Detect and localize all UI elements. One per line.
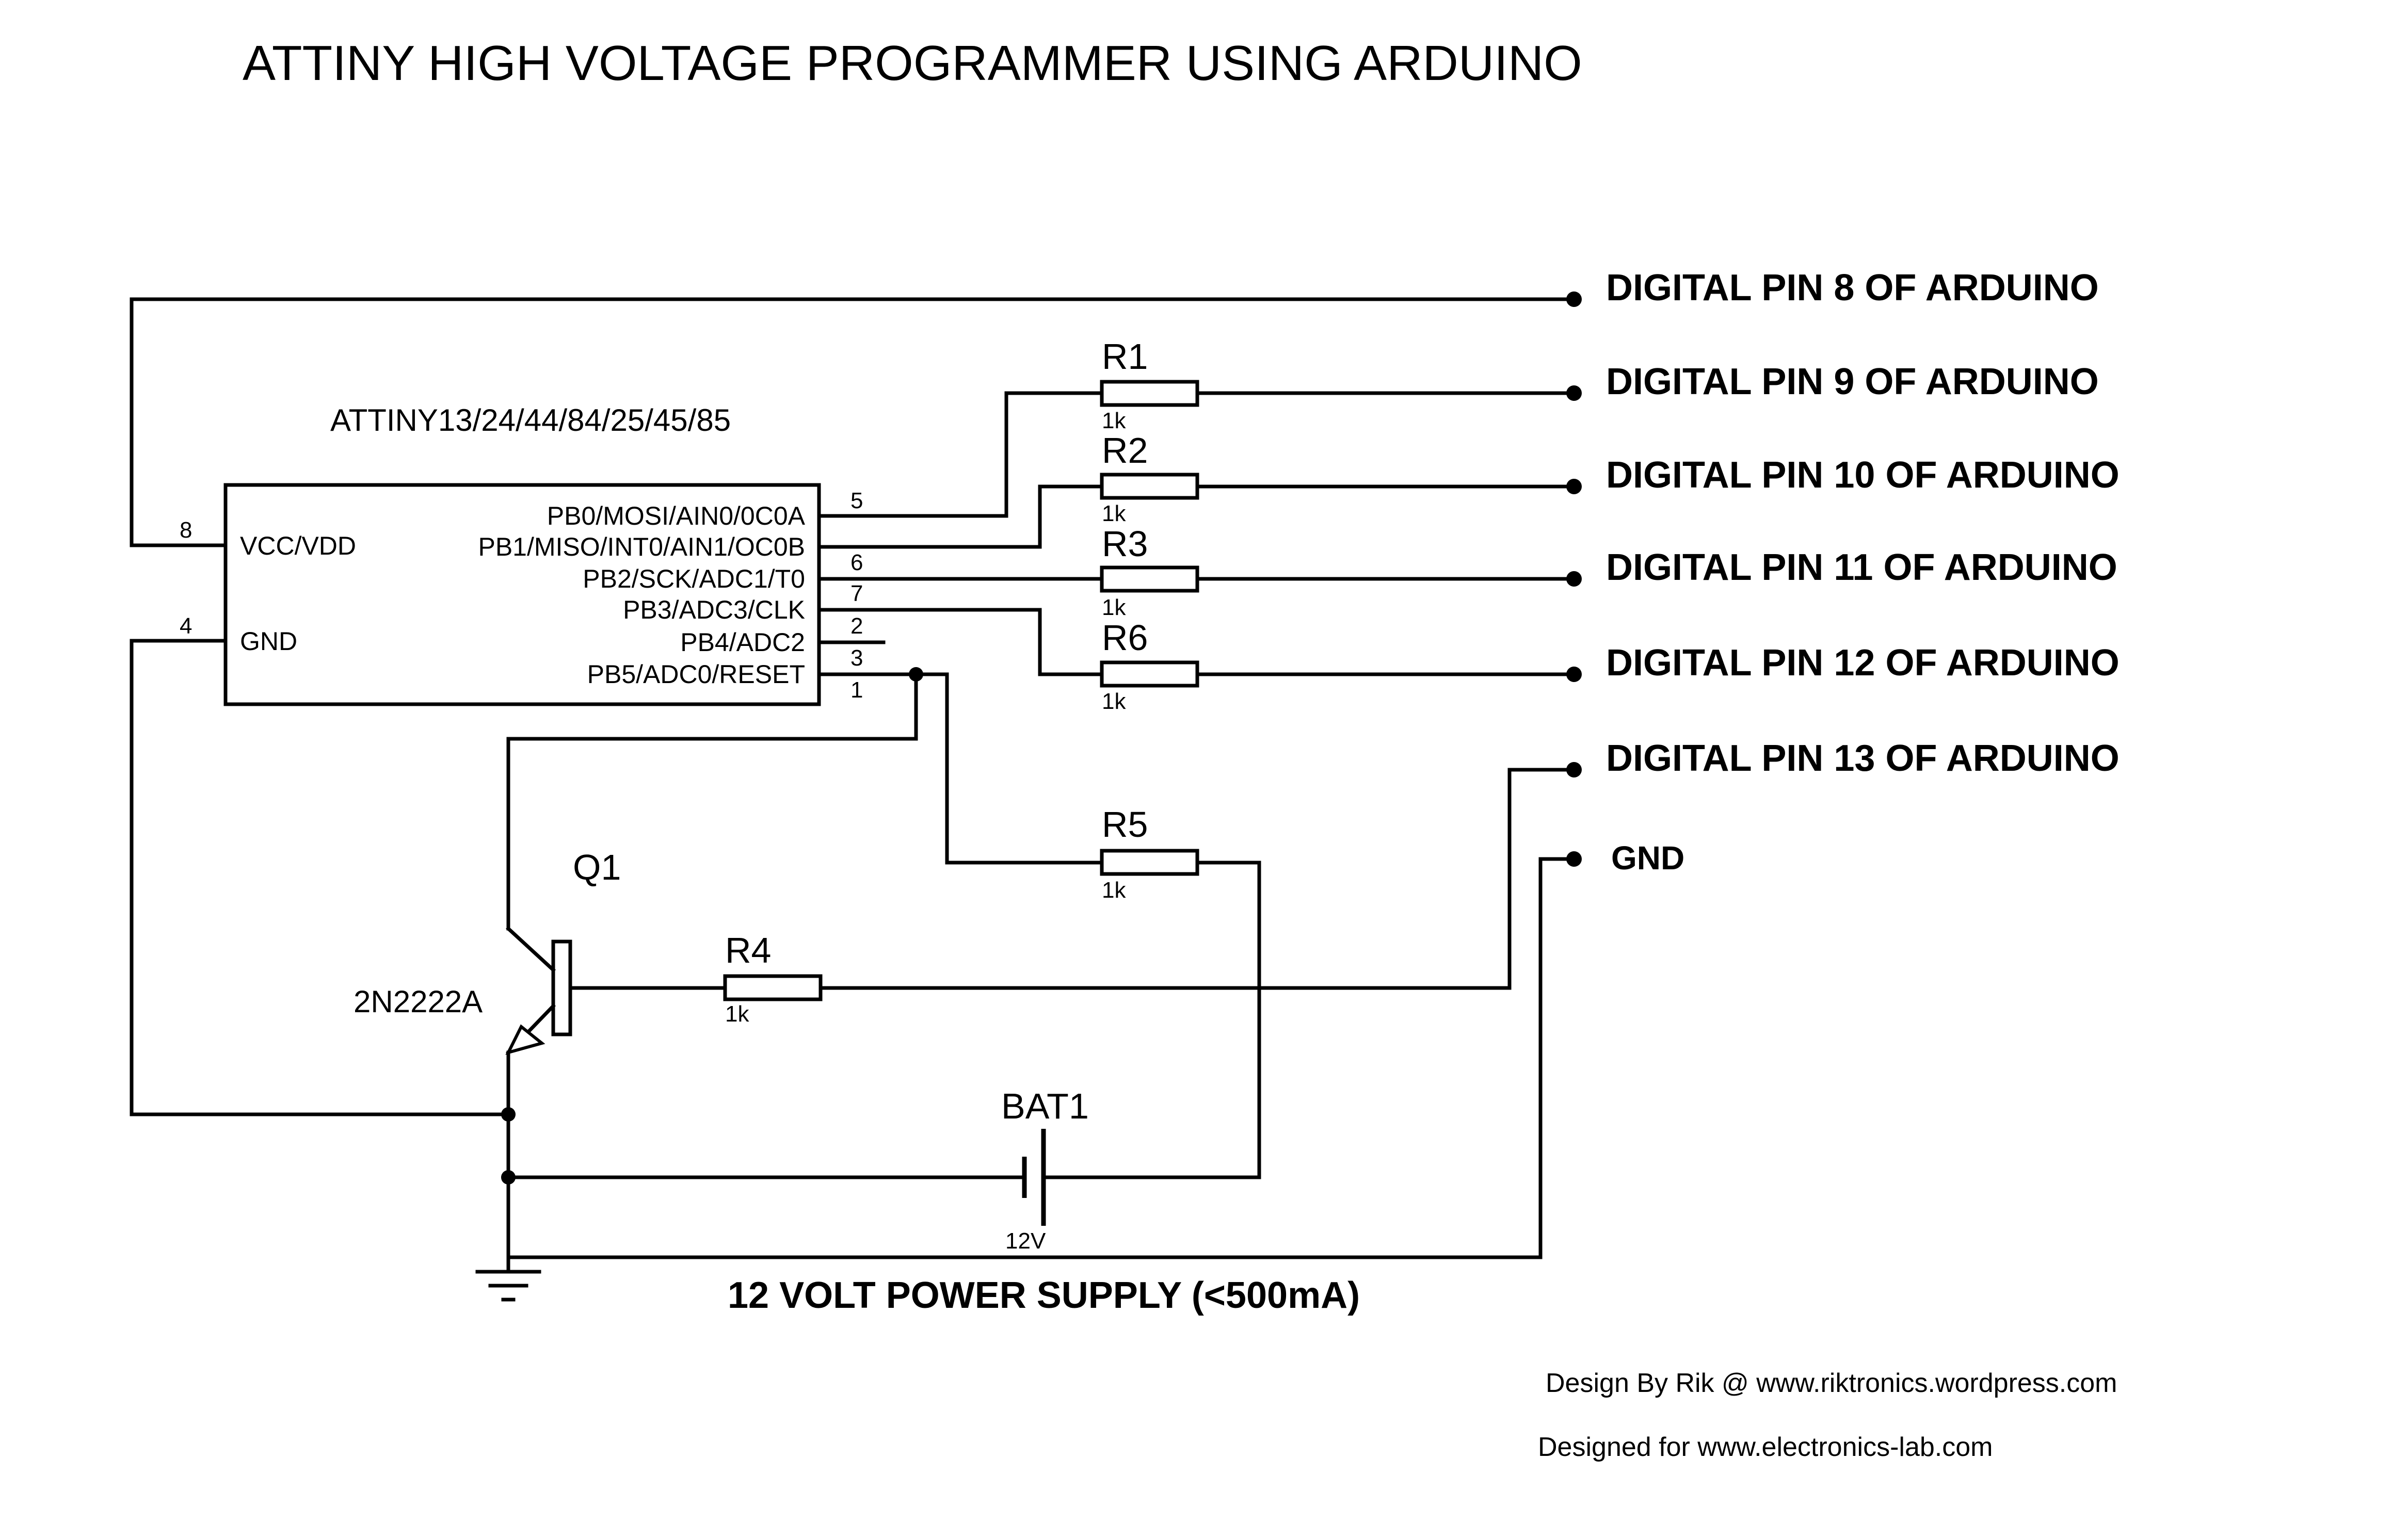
resistor-r3: R3 1k xyxy=(1100,524,1199,620)
ic-body xyxy=(223,483,821,706)
resistor-r5-body xyxy=(1100,849,1199,876)
resistor-r6-value: 1k xyxy=(1102,689,1126,714)
wire-vcc-to-pin8 xyxy=(130,297,1576,547)
resistor-r1: R1 1k xyxy=(1100,336,1199,433)
diagram-title: ATTINY HIGH VOLTAGE PROGRAMMER USING ARD… xyxy=(243,36,1582,91)
junction-emitter xyxy=(501,1107,516,1122)
junction-reset xyxy=(909,667,923,682)
transistor-base-bar xyxy=(551,939,572,1036)
resistor-r6-ref: R6 xyxy=(1102,618,1148,658)
resistor-r6-body xyxy=(1100,660,1199,688)
resistor-r2-body xyxy=(1100,473,1199,500)
transistor-q1: Q1 2N2222A xyxy=(354,847,621,1055)
ic-pin-pb4-label: PB4/ADC2 xyxy=(680,628,805,657)
ic-pin-7-number: 7 xyxy=(850,581,863,606)
resistor-r5: R5 1k xyxy=(1100,804,1199,903)
credit-design-by: Design By Rik @ www.riktronics.wordpress… xyxy=(1546,1368,2117,1398)
resistor-r5-ref: R5 xyxy=(1102,804,1148,845)
connection-label-pin13: DIGITAL PIN 13 OF ARDUINO xyxy=(1606,738,2120,779)
resistor-r1-ref: R1 xyxy=(1102,336,1148,377)
connection-label-pin9: DIGITAL PIN 9 OF ARDUINO xyxy=(1606,361,2099,402)
terminal-pin12 xyxy=(1566,667,1582,682)
resistor-r4: R4 1k xyxy=(723,930,823,1027)
transistor-collector-lead xyxy=(506,926,556,972)
resistor-r1-value: 1k xyxy=(1102,408,1126,433)
ic-pin-pb3-label: PB3/ADC3/CLK xyxy=(623,595,805,624)
terminal-pin11 xyxy=(1566,571,1582,587)
ic-pin-vcc-label: VCC/VDD xyxy=(240,531,356,560)
wire-r4-to-pin13 xyxy=(818,768,1576,990)
wire-ic-gnd xyxy=(130,639,510,1116)
ic-pin-4-number: 4 xyxy=(180,613,192,639)
resistor-r5-value: 1k xyxy=(1102,878,1126,903)
ic-pin-gnd-label: GND xyxy=(240,627,297,656)
terminal-pin10 xyxy=(1566,479,1582,494)
battery-ref: BAT1 xyxy=(1001,1086,1089,1126)
resistor-r4-body xyxy=(723,974,823,1001)
resistor-r4-value: 1k xyxy=(725,1001,749,1027)
wire-pb1-to-r2 xyxy=(1038,484,1104,549)
ic-pin-pb0-label: PB0/MOSI/AIN0/0C0A xyxy=(547,501,806,530)
wire-gnd-to-arduino xyxy=(506,857,1576,1259)
connection-label-pin10: DIGITAL PIN 10 OF ARDUINO xyxy=(1606,455,2120,496)
wire-r5-to-battery xyxy=(1041,861,1261,1179)
resistor-r2-value: 1k xyxy=(1102,501,1126,526)
wire-reset-to-r5 xyxy=(914,672,1104,865)
ic-pin-pb5-label: PB5/ADC0/RESET xyxy=(587,660,805,689)
terminal-pin9 xyxy=(1566,385,1582,401)
wire-pb0-to-r1 xyxy=(1004,391,1104,518)
ic-pin-pb1-label: PB1/MISO/INT0/AIN1/OC0B xyxy=(478,532,805,561)
ic-pin-pb2-label: PB2/SCK/ADC1/T0 xyxy=(583,564,805,593)
ic-pin-5-number: 5 xyxy=(850,488,863,513)
connection-label-pin11: DIGITAL PIN 11 OF ARDUINO xyxy=(1606,547,2117,588)
connection-label-pin12: DIGITAL PIN 12 OF ARDUINO xyxy=(1606,642,2120,684)
connection-label-gnd: GND xyxy=(1611,839,1684,877)
resistor-r2-ref: R2 xyxy=(1102,430,1148,471)
resistor-r1-body xyxy=(1100,380,1199,407)
transistor-emitter-arrow-icon xyxy=(505,1024,545,1055)
terminal-gnd xyxy=(1566,851,1582,867)
transistor-part: 2N2222A xyxy=(354,984,483,1019)
ic-pin-6-number: 6 xyxy=(850,550,863,575)
ic-pin-3-number: 3 xyxy=(850,645,863,671)
resistor-r3-value: 1k xyxy=(1102,595,1126,620)
junction-battery xyxy=(501,1170,516,1185)
resistor-r6: R6 1k xyxy=(1100,618,1199,714)
arduino-connections: DIGITAL PIN 8 OF ARDUINO DIGITAL PIN 9 O… xyxy=(1566,267,2120,877)
resistor-r2: R2 1k xyxy=(1100,430,1199,526)
attiny-ic: ATTINY13/24/44/84/25/45/85 8 VCC/VDD 4 G… xyxy=(130,403,1104,706)
battery-value: 12V xyxy=(1005,1228,1046,1254)
resistor-r3-body xyxy=(1100,565,1199,593)
wire-pb3-to-r6 xyxy=(1038,608,1104,676)
power-supply-label: 12 VOLT POWER SUPPLY (<500mA) xyxy=(728,1275,1360,1316)
ground-icon xyxy=(475,1270,541,1302)
resistor-r3-ref: R3 xyxy=(1102,524,1148,564)
ic-pin-1-number: 1 xyxy=(850,677,863,703)
terminal-pin13 xyxy=(1566,762,1582,777)
terminal-pin8 xyxy=(1566,291,1582,307)
ic-pin-8-number: 8 xyxy=(180,517,192,543)
transistor-ref: Q1 xyxy=(573,847,621,887)
ic-pin-2-number: 2 xyxy=(850,613,863,639)
ic-part-label: ATTINY13/24/44/84/25/45/85 xyxy=(330,403,731,437)
battery-bat1: BAT1 12V xyxy=(1001,1086,1089,1254)
wire-reset-to-q1-collector xyxy=(506,672,918,931)
credit-designed-for: Designed for www.electronics-lab.com xyxy=(1538,1432,1993,1462)
resistor-r4-ref: R4 xyxy=(725,930,771,970)
connection-label-pin8: DIGITAL PIN 8 OF ARDUINO xyxy=(1606,267,2099,309)
